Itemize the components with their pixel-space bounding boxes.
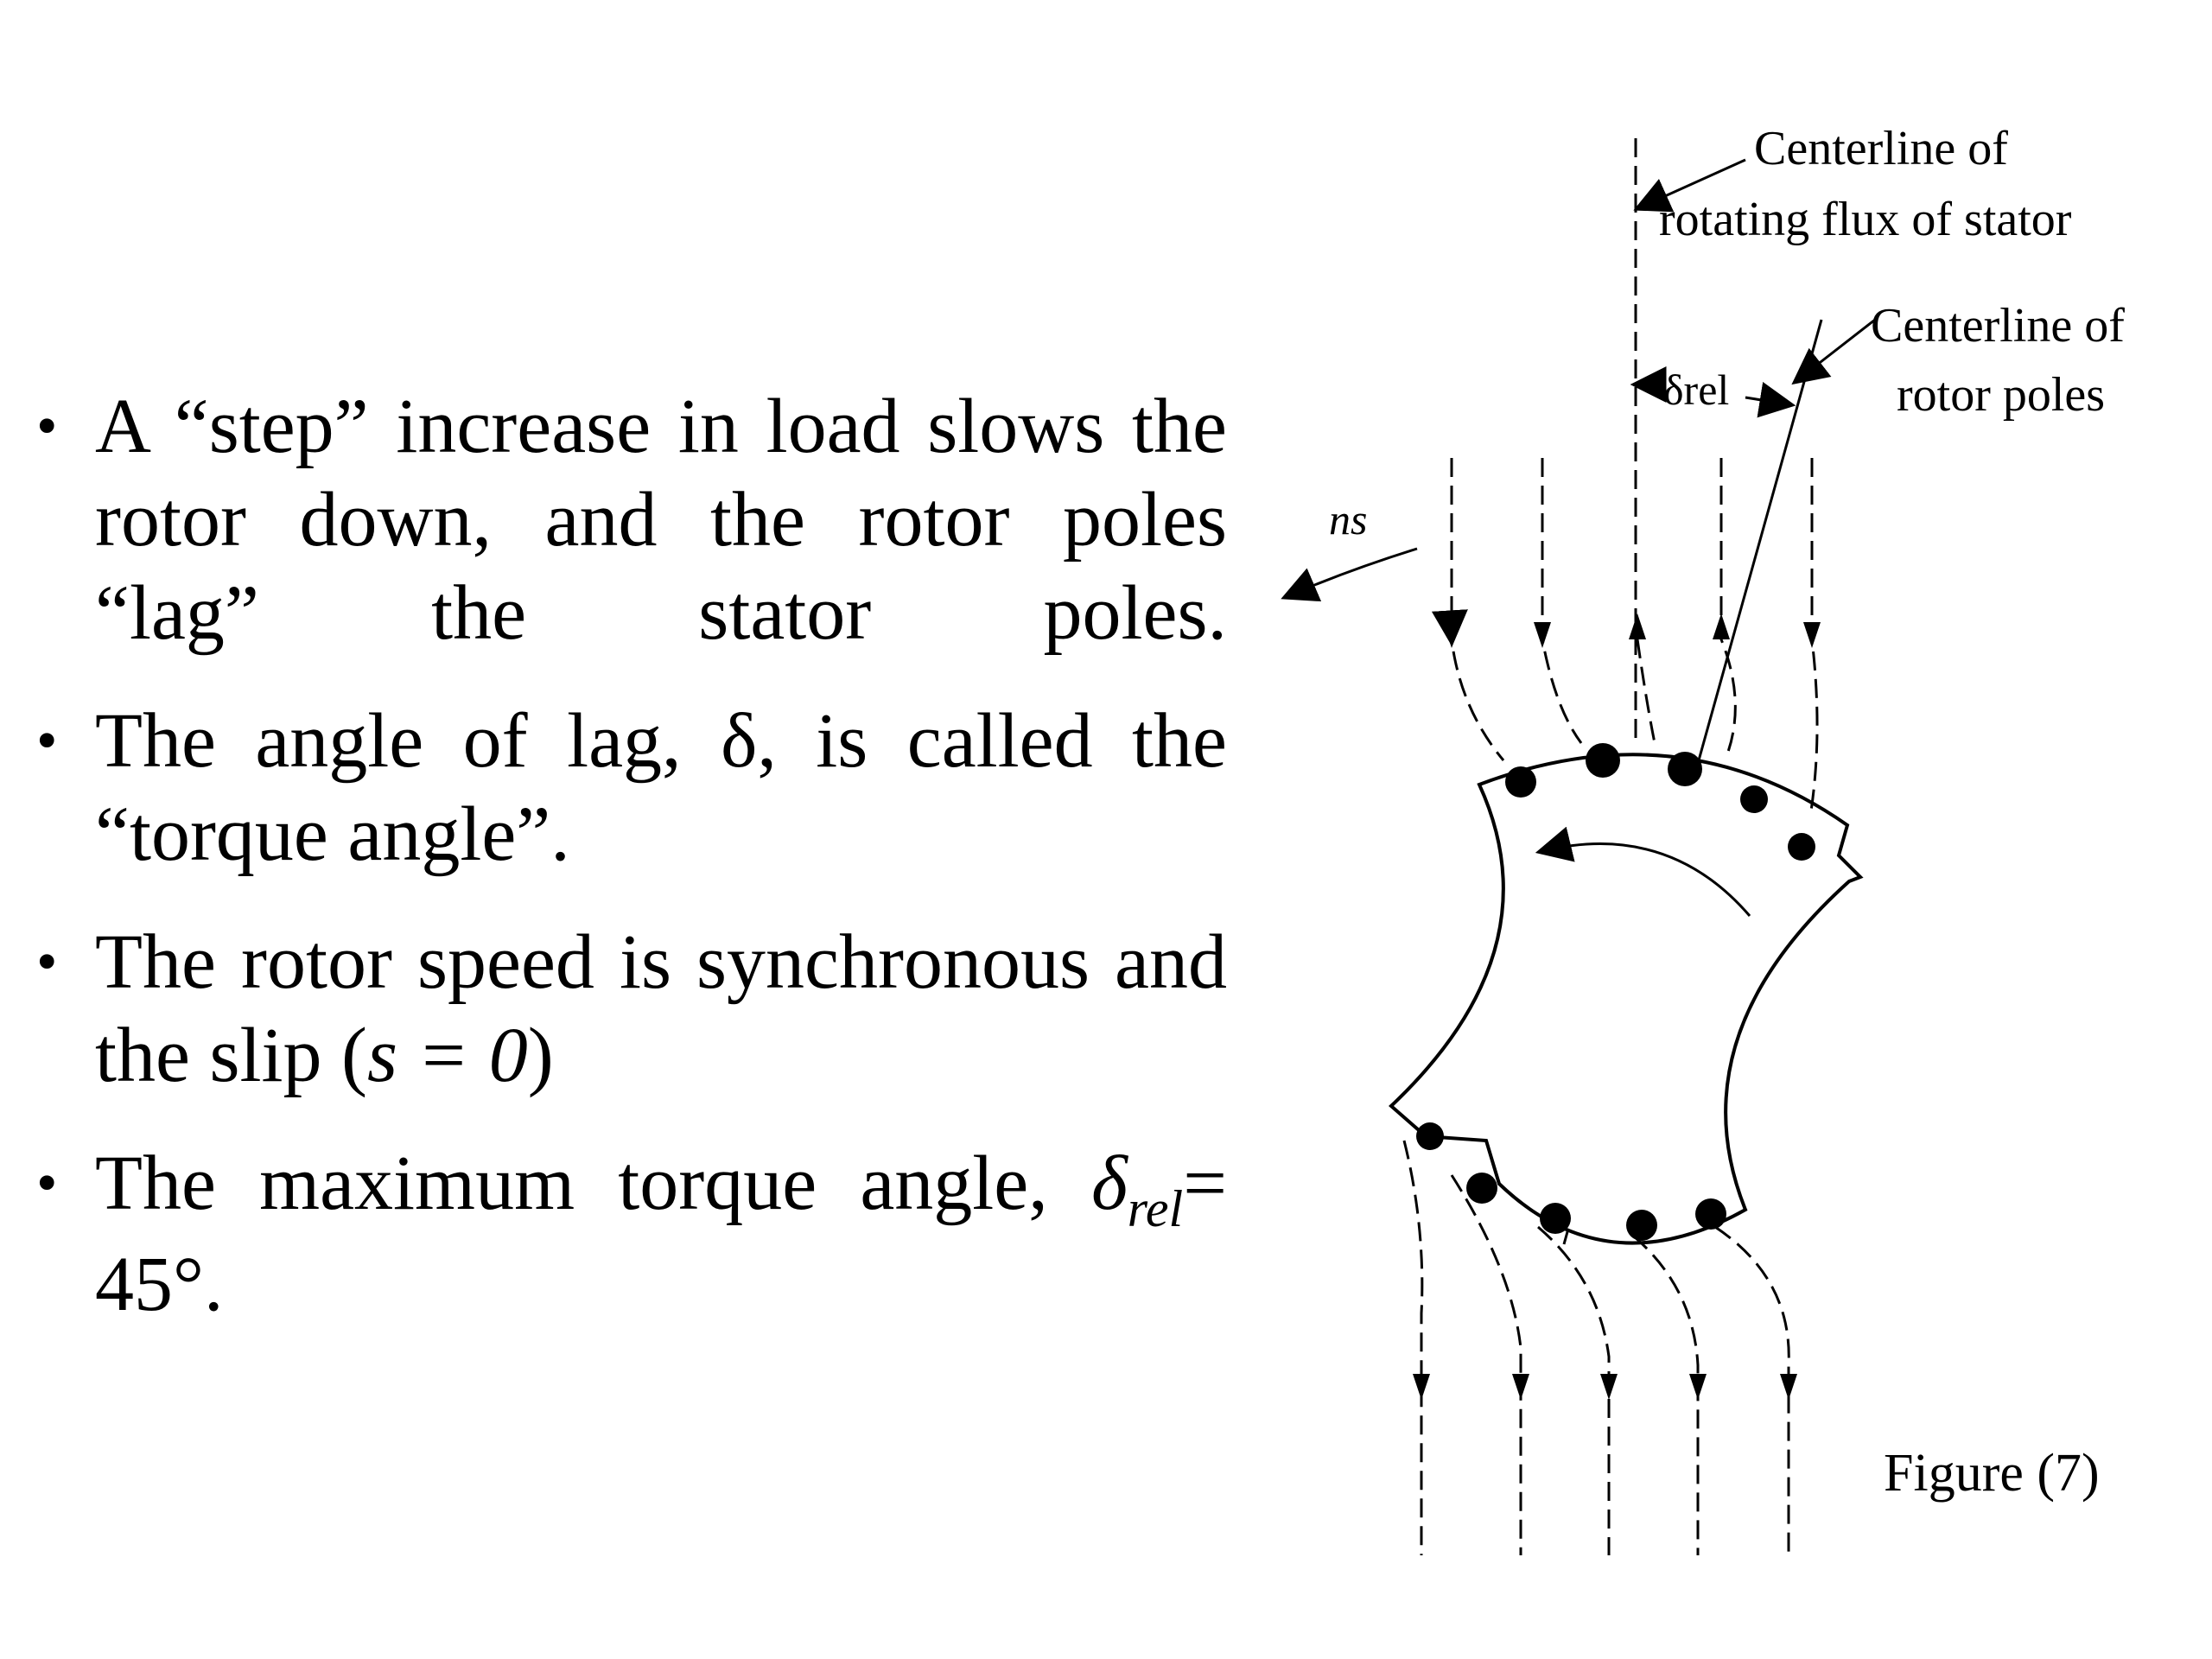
bullet-item: • The rotor speed is synchronous and the… [35,916,1227,1103]
rotor-label-leader [1791,318,1876,385]
bullet-dot: • [36,708,58,774]
figure-caption: Figure (7) [1884,1444,2100,1503]
top-conductors [1505,743,1815,861]
delta-rel-label: δrel [1663,365,1729,414]
bullet-dot: • [36,929,58,995]
stator-centerline-label-2: rotating flux of stator [1659,193,2072,246]
bottom-conductors [1416,1122,1726,1241]
incoming-flux-arrows [1443,613,1821,648]
nr-arrow [1535,826,1751,917]
bullet-text-end: ) [527,1013,554,1098]
outgoing-flux-arrows [1413,1374,1797,1400]
bullet-text: The maximum torque angle, [95,1141,1091,1226]
incoming-flux-lines [1431,458,1819,817]
bullet-item: • A “step” increase in load slows the ro… [35,380,1227,660]
stator-centerline-label: Centerline of [1754,122,2008,175]
bullet-dot: • [36,393,58,460]
delta-subscript: rel [1127,1180,1184,1237]
bullet-text: The rotor speed is synchronous and the s… [95,919,1227,1098]
delta-symbol: δ [1090,1141,1128,1226]
bullet-list: • A “step” increase in load slows the ro… [35,380,1227,1366]
delta-dimension-right [1745,381,1796,418]
bullet-item: • The maximum torque angle, δrel= 45°. [35,1137,1227,1332]
rotor-centerline-label: Centerline of [1871,299,2125,353]
ns-arrow [1281,547,1418,602]
bullet-text-end: = 45°. [95,1141,1227,1327]
slip-equation: s = 0 [366,1013,528,1098]
bullet-text: A “step” increase in load slows the roto… [95,384,1227,656]
rotor-body [1389,753,1864,1245]
rotor-centerline-label-2: rotor poles [1897,368,2105,422]
bullet-text: The angle of lag, δ, is called the “torq… [95,698,1227,877]
stator-label-leader [1633,158,1746,213]
outgoing-flux-lines [1402,1140,1790,1555]
bullet-item: • The angle of lag, δ, is called the “to… [35,695,1227,881]
bullet-dot: • [36,1150,58,1217]
synchronous-machine-diagram: Centerline of rotating flux of stator Ce… [1281,122,2125,1555]
ns-label: ns [1329,495,1367,543]
